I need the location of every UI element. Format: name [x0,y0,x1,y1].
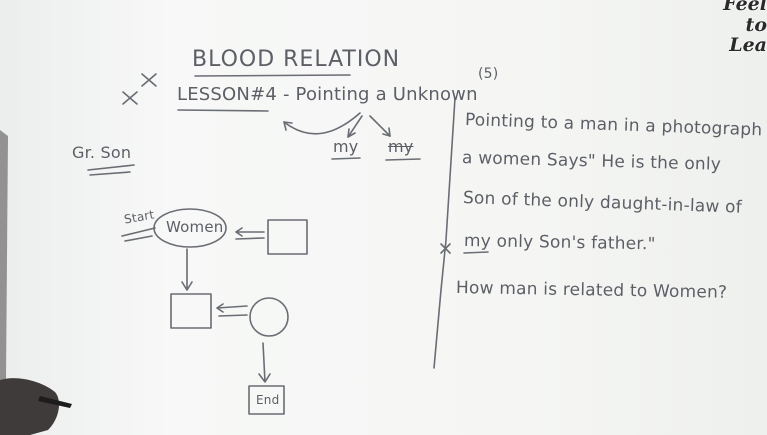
arrow-to-my-1-head [347,128,356,138]
lesson-heading: LESSON#4 - Pointing a Unknown [177,84,478,105]
arrow-to-my-1 [347,115,363,138]
cross-mark-2 [122,91,138,105]
question-number: (5) [478,66,499,82]
watermark-line-1: Feel [723,0,767,15]
presenter-hand [0,130,72,435]
cross-mark-1 [141,73,157,87]
lesson-underline [177,109,269,112]
label-my-2: my [388,137,414,156]
arrow-to-lesson-head [283,121,293,131]
arrow-to-my-2-head [382,127,391,137]
question-my-underline [463,251,489,254]
gr-son-underline-2 [89,171,131,176]
my-2-underline [385,158,421,161]
square-node-top [267,219,308,255]
watermark-text: Feel to Lea [723,0,767,56]
end-node [248,385,285,415]
question-line-4: my only Son's father." [463,231,656,255]
watermark-line-3: Lea [729,34,767,57]
start-underline [121,227,156,237]
label-my-1: my [333,137,359,156]
page-title: BLOOD RELATION [192,47,401,72]
gr-son-label: Gr. Son [72,143,132,162]
double-arrow-middle [216,303,248,317]
arrow-down-1 [181,248,193,291]
my-1-underline [331,157,361,160]
women-label: Women [166,218,224,236]
gr-son-underline [87,164,135,171]
double-arrow-top [235,227,265,240]
question-x-mark [440,243,451,254]
title-underline [194,74,351,77]
circle-node [249,297,289,337]
women-node [153,208,227,248]
start-underline-2 [124,235,153,242]
arrow-down-2 [258,342,271,383]
end-label: End [256,393,280,407]
square-node-middle [170,293,212,329]
arrow-to-lesson [283,112,361,135]
watermark-line-2: to [745,13,767,36]
divider-line [433,97,456,369]
arrow-to-my-2 [369,115,391,137]
